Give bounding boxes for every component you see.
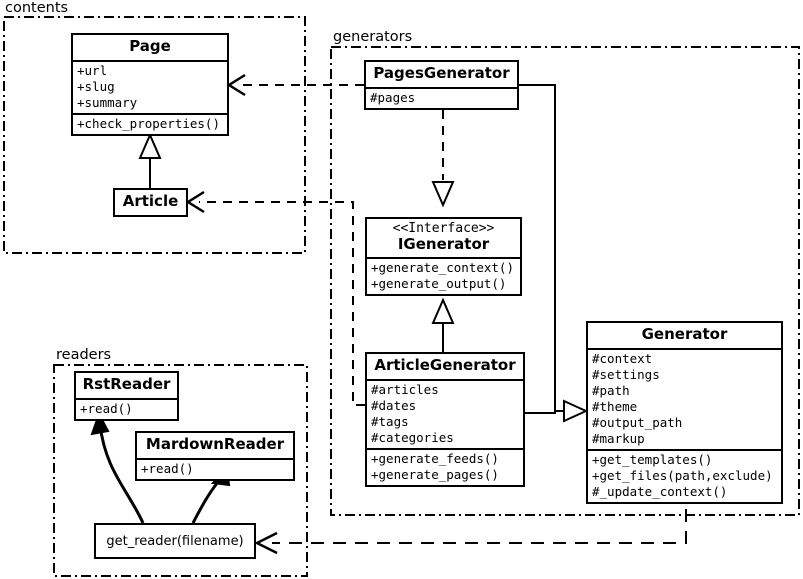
class-member: #path [592,382,630,398]
class-member: +generate_feeds() [371,450,499,466]
class-name-pages-generator: PagesGenerator [373,64,510,82]
package-label-generators: generators [331,29,415,45]
class-operations-generator: +get_templates() +get_files(path,exclude… [588,448,781,502]
class-member: #tags [371,413,409,429]
connector-pagesgenerator-realizes-igenerator [431,110,455,208]
class-name-page: Page [129,37,171,55]
class-box-pages-generator[interactable]: PagesGenerator #pages [364,60,519,110]
class-box-article-generator[interactable]: ArticleGenerator #articles #dates #tags … [365,352,525,487]
function-box-get-reader[interactable]: get_reader(filename) [94,523,256,559]
class-member: +generate_output() [371,276,507,292]
class-box-mardown-reader[interactable]: MardownReader +read() [135,431,295,481]
class-member: +check_properties() [77,115,220,131]
class-member: +read() [80,400,133,416]
class-name-mardown-reader: MardownReader [145,435,285,453]
class-member: #settings [592,366,660,382]
class-member: #output_path [592,414,683,430]
class-member: +generate_pages() [371,466,499,482]
class-member: #dates [371,397,417,413]
class-member: #theme [592,398,638,414]
class-member: #pages [370,89,416,105]
class-attributes-page: +url +slug +summary [73,59,227,113]
class-name-igenerator: IGenerator [397,234,490,253]
package-label-contents: contents [3,0,71,16]
class-member: +slug [77,78,115,94]
class-operations-igenerator: +generate_context() +generate_output() [367,257,520,294]
class-member: +summary [77,94,138,110]
class-member: #articles [371,381,439,397]
class-name-generator: Generator [641,325,728,343]
class-attributes-pages-generator: #pages [366,86,517,108]
class-stereotype-igenerator: <<Interface>> [392,221,495,236]
connector-pagesgenerator-uses-page [226,73,364,97]
class-operations-rst-reader: +read() [76,397,177,419]
class-member: +read() [141,460,194,476]
class-member: #_update_context() [592,483,728,499]
package-label-readers: readers [54,347,114,363]
connector-articlegenerator-generalizes-igenerator [431,297,455,352]
class-member: +get_templates() [592,451,713,467]
class-member: #context [592,350,653,366]
class-operations-article-generator: +generate_feeds() +generate_pages() [367,447,523,485]
class-box-article[interactable]: Article [113,188,188,217]
class-name-rst-reader: RstReader [82,375,171,393]
class-operations-page: +check_properties() [73,112,227,134]
class-box-page[interactable]: Page +url +slug +summary +check_properti… [71,33,229,136]
class-member: #markup [592,430,645,446]
connector-article-generalizes-page [138,132,162,188]
class-member: +generate_context() [371,260,514,276]
class-box-rst-reader[interactable]: RstReader +read() [74,371,179,421]
class-attributes-generator: #context #settings #path #theme #output_… [588,347,781,449]
class-operations-mardown-reader: +read() [137,457,293,479]
connector-articlegenerator-uses-article [185,190,365,406]
class-box-igenerator[interactable]: <<Interface>> IGenerator +generate_conte… [365,217,522,297]
function-label-get-reader: get_reader(filename) [106,533,244,549]
class-box-generator[interactable]: Generator #context #settings #path #them… [586,321,783,504]
class-name-article-generator: ArticleGenerator [374,356,516,374]
class-name-article: Article [122,192,179,210]
connector-generator-uses-get-reader [254,509,687,555]
class-member: #categories [371,429,454,445]
class-member: +get_files(path,exclude) [592,467,773,483]
class-member: +url [77,62,108,78]
connector-articlegenerator-inherits-generator [525,399,589,423]
class-attributes-article-generator: #articles #dates #tags #categories [367,378,523,448]
